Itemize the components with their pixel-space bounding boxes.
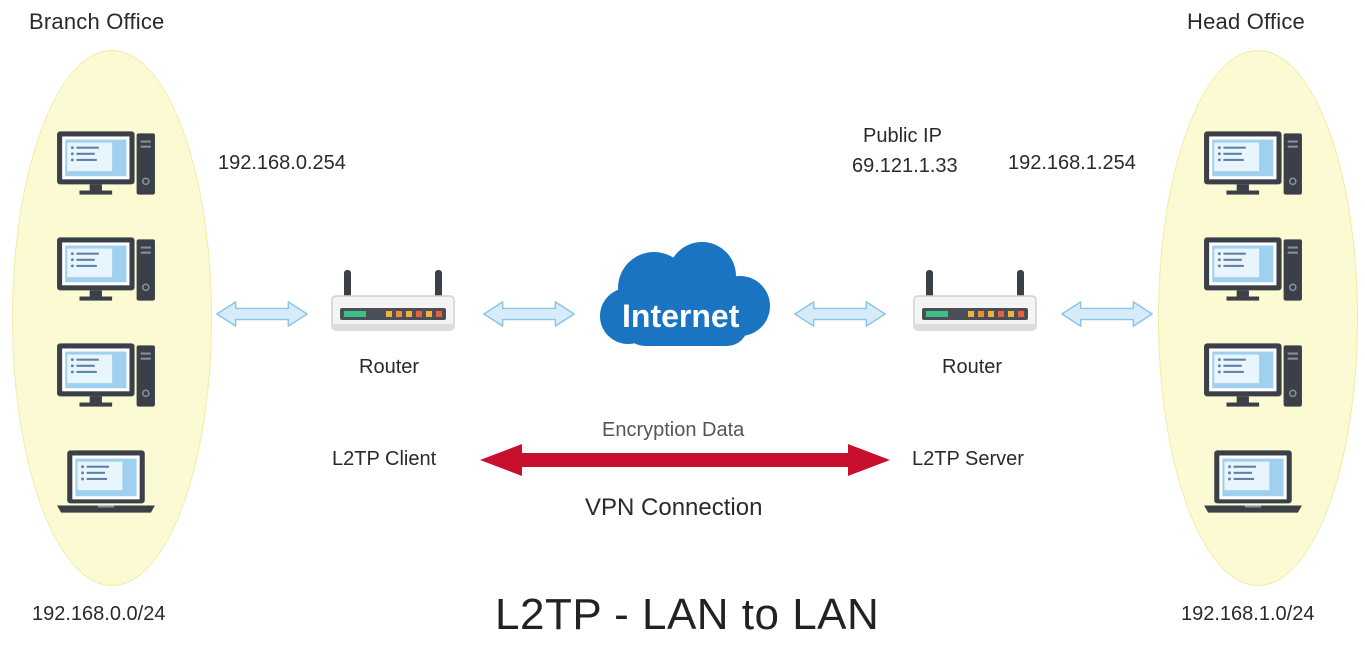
- branch-office-title: Branch Office: [29, 9, 165, 34]
- branch-desktop-2-icon: [55, 234, 157, 306]
- diagram-caption: L2TP - LAN to LAN: [495, 590, 880, 639]
- head-laptop-icon: [1202, 446, 1304, 518]
- head-wan-link-arrow: [793, 300, 887, 328]
- vpn-tunnel-arrow: [480, 444, 890, 476]
- public-ip-label: Public IP: [863, 125, 942, 147]
- l2tp-client-label: L2TP Client: [332, 448, 437, 470]
- branch-subnet-label: 192.168.0.0/24: [32, 603, 166, 625]
- vpn-connection-label: VPN Connection: [585, 494, 763, 521]
- head-desktop-1-icon: [1202, 128, 1304, 200]
- public-ip-value: 69.121.1.33: [852, 155, 958, 177]
- branch-lan-link-arrow: [215, 300, 309, 328]
- branch-desktop-1-icon: [55, 128, 157, 200]
- encryption-data-label: Encryption Data: [602, 419, 745, 441]
- head-subnet-label: 192.168.1.0/24: [1181, 603, 1315, 625]
- head-lan-link-arrow: [1060, 300, 1154, 328]
- branch-wan-link-arrow: [482, 300, 576, 328]
- internet-label: Internet: [622, 298, 740, 334]
- branch-router-icon: [328, 266, 458, 336]
- head-desktop-2-icon: [1202, 234, 1304, 306]
- head-router-lan-ip: 192.168.1.254: [1008, 152, 1136, 174]
- internet-cloud-icon: [600, 242, 770, 346]
- branch-router-label: Router: [359, 356, 420, 378]
- branch-desktop-3-icon: [55, 340, 157, 412]
- branch-router-lan-ip: 192.168.0.254: [218, 152, 346, 174]
- head-router-icon: [910, 266, 1040, 336]
- l2tp-server-label: L2TP Server: [912, 448, 1024, 470]
- head-desktop-3-icon: [1202, 340, 1304, 412]
- branch-laptop-icon: [55, 446, 157, 518]
- head-router-label: Router: [942, 356, 1003, 378]
- head-office-title: Head Office: [1187, 9, 1305, 34]
